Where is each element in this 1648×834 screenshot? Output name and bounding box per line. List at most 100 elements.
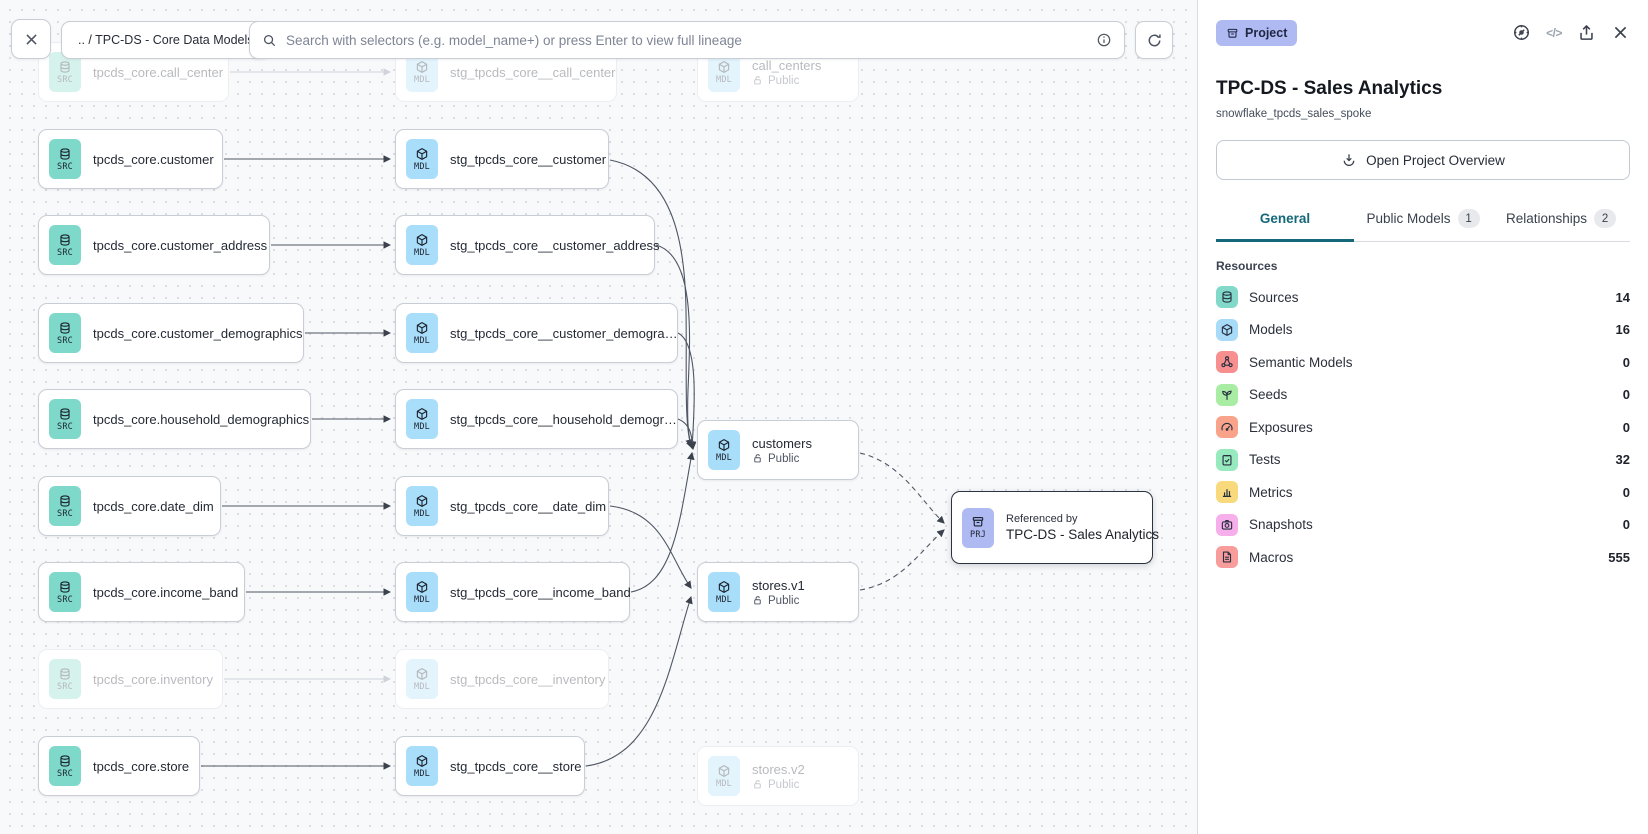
panel-subtitle: snowflake_tpcds_sales_spoke (1216, 108, 1372, 120)
resource-row-macros: Macros 555 (1216, 541, 1630, 574)
resource-label: Exposures (1249, 419, 1313, 435)
cube-icon (415, 667, 429, 681)
node-stg-household-demographics[interactable]: MDL stg_tpcds_core__household_demogr… (395, 389, 678, 449)
tab-general[interactable]: General (1216, 200, 1354, 242)
archive-icon (1226, 27, 1239, 40)
node-pub-stores-v2[interactable]: MDL stores.v2 Public (697, 746, 859, 806)
node-label: stg_tpcds_core__income_band (450, 584, 631, 600)
database-icon (58, 321, 72, 335)
database-icon (58, 147, 72, 161)
cube-icon (717, 764, 731, 778)
node-src-store[interactable]: SRC tpcds_core.store (38, 736, 200, 796)
resource-count: 555 (1608, 549, 1630, 565)
resource-count: 0 (1622, 387, 1630, 403)
node-label: stg_tpcds_core__store (450, 758, 582, 774)
node-stg-date-dim[interactable]: MDL stg_tpcds_core__date_dim (395, 476, 609, 536)
node-context: Referenced by (1006, 513, 1078, 525)
lock-open-icon (752, 779, 763, 790)
share-icon[interactable] (1577, 23, 1596, 42)
node-src-household-demographics[interactable]: SRC tpcds_core.household_demographics (38, 389, 311, 449)
node-label: stg_tpcds_core__customer (450, 151, 607, 167)
info-icon[interactable] (1096, 32, 1112, 48)
refresh-icon (1146, 32, 1163, 49)
node-stg-customer-address[interactable]: MDL stg_tpcds_core__customer_address (395, 215, 660, 275)
source-badge: SRC (49, 659, 81, 699)
close-panel-icon[interactable] (1611, 23, 1630, 42)
refresh-button[interactable] (1135, 21, 1173, 59)
node-label: stg_tpcds_core__call_center (450, 64, 616, 80)
lock-open-icon (752, 595, 763, 606)
node-pub-customers[interactable]: MDL customers Public (697, 420, 859, 480)
resource-count: 14 (1615, 289, 1630, 305)
close-icon (23, 31, 40, 48)
breadcrumb-label: .. / TPC-DS - Core Data Models (78, 33, 254, 47)
node-stg-store[interactable]: MDL stg_tpcds_core__store (395, 736, 585, 796)
code-icon[interactable]: </> (1546, 25, 1562, 40)
node-src-date-dim[interactable]: SRC tpcds_core.date_dim (38, 476, 221, 536)
access-public: Public (752, 75, 821, 87)
close-lineage-button[interactable] (11, 19, 51, 59)
gauge-icon (1216, 416, 1238, 439)
model-badge: MDL (708, 430, 740, 470)
node-label: stores.v2 (752, 761, 805, 777)
model-badge: MDL (406, 399, 438, 439)
resource-label: Semantic Models (1249, 354, 1353, 370)
breadcrumb[interactable]: .. / TPC-DS - Core Data Models (61, 21, 271, 59)
node-stg-income-band[interactable]: MDL stg_tpcds_core__income_band (395, 562, 631, 622)
seedling-icon (1216, 383, 1238, 406)
open-project-overview-button[interactable]: Open Project Overview (1216, 140, 1630, 180)
node-src-inventory[interactable]: SRC tpcds_core.inventory (38, 649, 223, 709)
node-label: tpcds_core.household_demographics (93, 411, 310, 427)
node-label: tpcds_core.call_center (93, 64, 224, 80)
node-label: stg_tpcds_core__household_demogr… (450, 411, 677, 427)
node-label: stg_tpcds_core__date_dim (450, 498, 607, 514)
lineage-edges (201, 68, 945, 770)
node-src-customer-address[interactable]: SRC tpcds_core.customer_address (38, 215, 270, 275)
model-badge: MDL (708, 756, 740, 796)
resource-row-metrics: Metrics 0 (1216, 476, 1630, 509)
cube-icon (415, 407, 429, 421)
node-label: tpcds_core.date_dim (93, 498, 214, 514)
node-stg-inventory[interactable]: MDL stg_tpcds_core__inventory (395, 649, 609, 709)
archive-icon (971, 515, 985, 529)
node-stg-customer[interactable]: MDL stg_tpcds_core__customer (395, 129, 609, 189)
database-icon (58, 667, 72, 681)
cube-icon (717, 438, 731, 452)
resource-row-models: Models 16 (1216, 314, 1630, 347)
database-icon (58, 233, 72, 247)
resource-row-tests: Tests 32 (1216, 444, 1630, 477)
search-bar (249, 21, 1125, 59)
source-badge: SRC (49, 746, 81, 786)
camera-icon (1216, 513, 1238, 536)
node-label: stg_tpcds_core__inventory (450, 671, 606, 687)
cube-icon (415, 321, 429, 335)
resource-label: Seeds (1249, 387, 1288, 403)
panel-title: TPC-DS - Sales Analytics (1216, 78, 1443, 99)
node-src-income-band[interactable]: SRC tpcds_core.income_band (38, 562, 245, 622)
cube-icon (717, 580, 731, 594)
node-label: tpcds_core.customer_demographics (93, 325, 303, 341)
model-badge: MDL (406, 746, 438, 786)
node-label: tpcds_core.inventory (93, 671, 213, 687)
lineage-canvas[interactable]: SRC tpcds_core.call_center SRC tpcds_cor… (0, 0, 1197, 834)
tab-count-badge: 2 (1594, 209, 1617, 228)
tab-count-badge: 1 (1457, 209, 1480, 228)
node-stg-customer-demographics[interactable]: MDL stg_tpcds_core__customer_demogra… (395, 303, 678, 363)
node-src-customer[interactable]: SRC tpcds_core.customer (38, 129, 223, 189)
resource-label: Snapshots (1249, 517, 1313, 533)
resource-row-seeds: Seeds 0 (1216, 379, 1630, 412)
node-pub-stores-v1[interactable]: MDL stores.v1 Public (697, 562, 859, 622)
lock-open-icon (752, 75, 763, 86)
details-panel: Project </> TPC-DS - Sales Analytics sno… (1197, 0, 1648, 834)
source-badge: SRC (49, 225, 81, 265)
node-label: TPC-DS - Sales Analytics (1006, 527, 1160, 542)
cube-icon (415, 60, 429, 74)
cube-icon (415, 754, 429, 768)
node-prj-referenced-by[interactable]: PRJ Referenced by TPC-DS - Sales Analyti… (951, 491, 1160, 564)
node-src-customer-demographics[interactable]: SRC tpcds_core.customer_demographics (38, 303, 304, 363)
source-badge: SRC (49, 572, 81, 612)
explore-lineage-icon[interactable] (1512, 23, 1531, 42)
search-input[interactable] (286, 32, 1087, 48)
